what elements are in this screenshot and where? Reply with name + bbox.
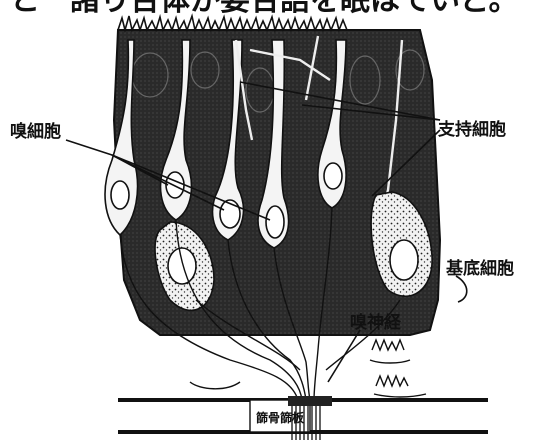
- header-text: と一諸り台体か要合語を眠はていど。: [10, 0, 519, 18]
- label-olfactory-cell: 嗅細胞: [10, 121, 61, 142]
- label-basal-cell: 基底細胞: [445, 258, 514, 279]
- label-olfactory-nerve: 嗅神経: [350, 312, 402, 333]
- label-cribriform-plate: 篩骨篩板: [256, 410, 305, 425]
- label-supporting-cell: 支持細胞: [438, 119, 506, 140]
